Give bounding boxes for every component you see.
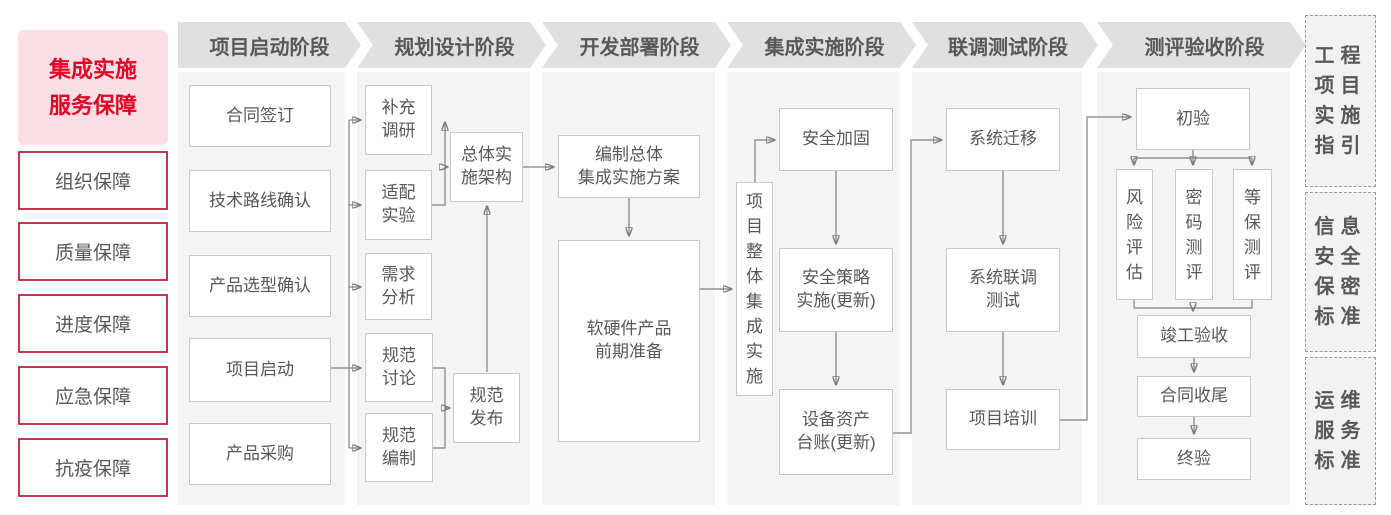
flow-step: 规范 发布: [453, 373, 520, 443]
flow-step: 终验: [1137, 438, 1251, 480]
stage-header-2: 规划设计阶段: [357, 22, 546, 68]
flow-step: 适配 实验: [365, 170, 432, 240]
standard-item-security-standard: 信息 安全 保密 标准: [1305, 192, 1376, 352]
flow-step: 系统联调 测试: [946, 248, 1060, 332]
flow-step: 产品采购: [189, 423, 331, 485]
flow-step: 项目培训: [946, 389, 1060, 450]
flow-step: 软硬件产品 前期准备: [558, 240, 700, 442]
standard-item-ops-standard: 运维 服务 标准: [1305, 357, 1376, 505]
guarantee-item-organization: 组织保障: [18, 151, 168, 210]
stage-header-3: 开发部署阶段: [542, 22, 731, 68]
guarantee-item-epidemic: 抗疫保障: [18, 438, 168, 497]
stage-header-6: 测评验收阶段: [1097, 22, 1306, 68]
flow-step: 需求 分析: [365, 253, 432, 320]
flow-step: 竣工验收: [1137, 315, 1251, 358]
flow-step: 规范 讨论: [365, 333, 433, 402]
guarantee-item-quality: 质量保障: [18, 222, 168, 281]
guarantee-item-emergency: 应急保障: [18, 366, 168, 425]
flow-step: 技术路线确认: [189, 170, 331, 232]
flow-step: 安全策略 实施(更新): [779, 248, 893, 332]
flow-step: 项 目 整 体 集 成 实 施: [736, 182, 773, 396]
flow-step: 设备资产 台账(更新): [779, 389, 893, 475]
standard-item-project-guide: 工程 项目 实施 指引: [1305, 15, 1376, 187]
stage-header-1: 项目启动阶段: [178, 22, 361, 68]
stage-header-5: 联调测试阶段: [912, 22, 1098, 68]
flow-step: 风 险 评 估: [1116, 169, 1153, 300]
flow-step: 密 码 测 评: [1175, 169, 1213, 300]
flow-step: 安全加固: [779, 108, 893, 171]
flow-step: 补充 调研: [365, 85, 432, 155]
flow-step: 项目启动: [189, 338, 331, 402]
flow-step: 规范 编制: [365, 413, 433, 482]
flow-step: 初验: [1136, 88, 1250, 150]
flow-step: 合同收尾: [1137, 376, 1251, 417]
guarantee-item-schedule: 进度保障: [18, 294, 168, 353]
flow-step: 编制总体 集成实施方案: [558, 135, 700, 198]
flow-step: 系统迁移: [946, 108, 1060, 171]
flow-step: 等 保 测 评: [1233, 169, 1272, 300]
flow-step: 合同签订: [189, 85, 331, 147]
flow-step: 产品选型确认: [189, 255, 331, 317]
flow-step: 总体实 施架构: [450, 132, 523, 202]
diagram-title: 集成实施 服务保障: [18, 30, 168, 145]
stage-header-4: 集成实施阶段: [727, 22, 916, 68]
